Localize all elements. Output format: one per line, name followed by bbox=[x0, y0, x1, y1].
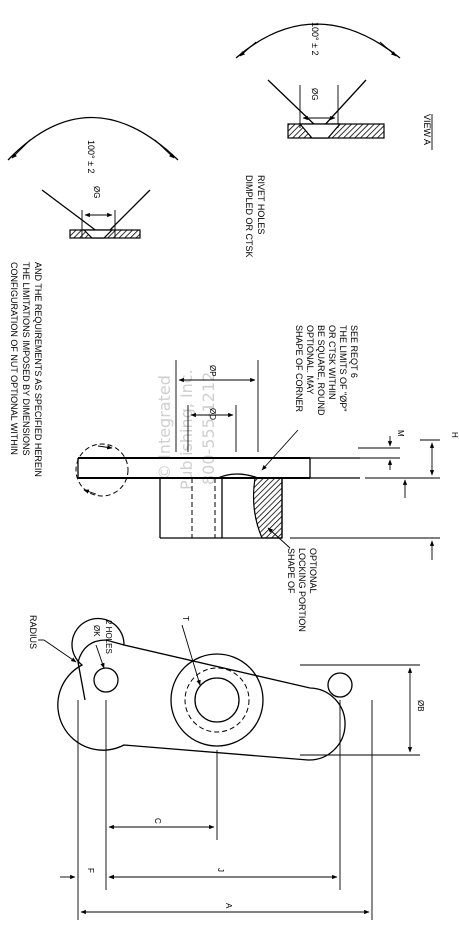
watermark-line-3: 800-555-1212 bbox=[199, 372, 218, 485]
nut-plan-view: RADIUS ØK 2 HOLES T ØB C F J A bbox=[28, 615, 425, 920]
corner-note-line-3: BE SQUARE, ROUND bbox=[316, 325, 326, 416]
boss-outer bbox=[170, 653, 264, 747]
locking-note-line-1: SHAPE OF bbox=[286, 548, 296, 594]
rotation-circle bbox=[75, 443, 129, 497]
flange-outline bbox=[57, 617, 346, 761]
corner-note: SHAPE OF CORNER OPTIONAL. MAY BE SQUARE,… bbox=[261, 325, 359, 471]
rivet-hole-left bbox=[93, 667, 119, 693]
t-label: T bbox=[181, 616, 190, 621]
locking-portion-section bbox=[252, 477, 283, 539]
rivet-hole-right bbox=[327, 672, 353, 698]
c-label: C bbox=[153, 818, 162, 824]
corner-note-line-2: OPTIONAL. MAY bbox=[305, 325, 315, 394]
corner-note-line-5: THE LIMITS OF "ØP" bbox=[338, 325, 348, 411]
view-a-label: VIEW A bbox=[422, 114, 432, 145]
nut-section-view: ØP ØD M H bbox=[75, 360, 459, 560]
radius-label: RADIUS bbox=[28, 615, 38, 649]
configuration-note-line-3: AND THE REQUIREMENTS AS SPECIFIED HEREIN bbox=[33, 262, 43, 477]
dia-k-label: ØK bbox=[92, 625, 101, 637]
dimpled-note: DIMPLED OR CTSK RIVET HOLES bbox=[244, 175, 266, 258]
j-label: J bbox=[216, 868, 225, 872]
watermark-line-1: © Integrated bbox=[155, 375, 174, 480]
countersink-detail-view-a: 100° ± 2 ØG VIEW A bbox=[235, 22, 433, 150]
locking-note-line-3: OPTIONAL bbox=[308, 548, 318, 594]
angle-arc-right bbox=[235, 23, 401, 59]
m-label: M bbox=[396, 430, 405, 437]
dia-d-label: ØD bbox=[208, 408, 217, 420]
a-label: A bbox=[224, 903, 233, 909]
watermark-line-2: Publishing, Inc. bbox=[177, 369, 196, 490]
dimpled-note-line-1: DIMPLED OR CTSK bbox=[244, 175, 254, 258]
countersink-detail-left: 100° ± 2 ØG bbox=[7, 117, 179, 239]
configuration-note-line-2: THE LIMITATIONS IMPOSED BY DIMENSIONS bbox=[21, 262, 31, 456]
corner-note-line-6: SEE REQT 6 bbox=[349, 325, 359, 378]
dia-g-label-left: ØG bbox=[92, 186, 101, 198]
h-label: H bbox=[450, 432, 459, 438]
watermark: © Integrated Publishing, Inc. 800-555-12… bbox=[155, 369, 218, 490]
locking-note-line-2: LOCKING PORTION bbox=[297, 548, 307, 632]
corner-note-line-4: OR CTSK WITHIN bbox=[327, 325, 337, 400]
thread-dashed bbox=[184, 667, 250, 733]
angle-label-left: 100° ± 2 bbox=[86, 140, 96, 174]
k-holes-label: 2 HOLES bbox=[104, 620, 113, 654]
angle-label-right: 100° ± 2 bbox=[310, 22, 320, 56]
dimpled-note-line-2: RIVET HOLES bbox=[256, 175, 266, 234]
f-label: F bbox=[86, 868, 95, 873]
dia-g-label-right: ØG bbox=[310, 88, 319, 100]
locking-note: SHAPE OF LOCKING PORTION OPTIONAL bbox=[267, 527, 318, 632]
configuration-note: CONFIGURATION OF NUT OPTIONAL WITHIN THE… bbox=[9, 262, 43, 477]
dia-b-label: ØB bbox=[416, 700, 425, 712]
dia-p-label: ØP bbox=[208, 365, 217, 377]
configuration-note-line-1: CONFIGURATION OF NUT OPTIONAL WITHIN bbox=[9, 262, 19, 455]
boss-bore bbox=[194, 677, 240, 723]
corner-note-line-1: SHAPE OF CORNER bbox=[294, 325, 304, 413]
